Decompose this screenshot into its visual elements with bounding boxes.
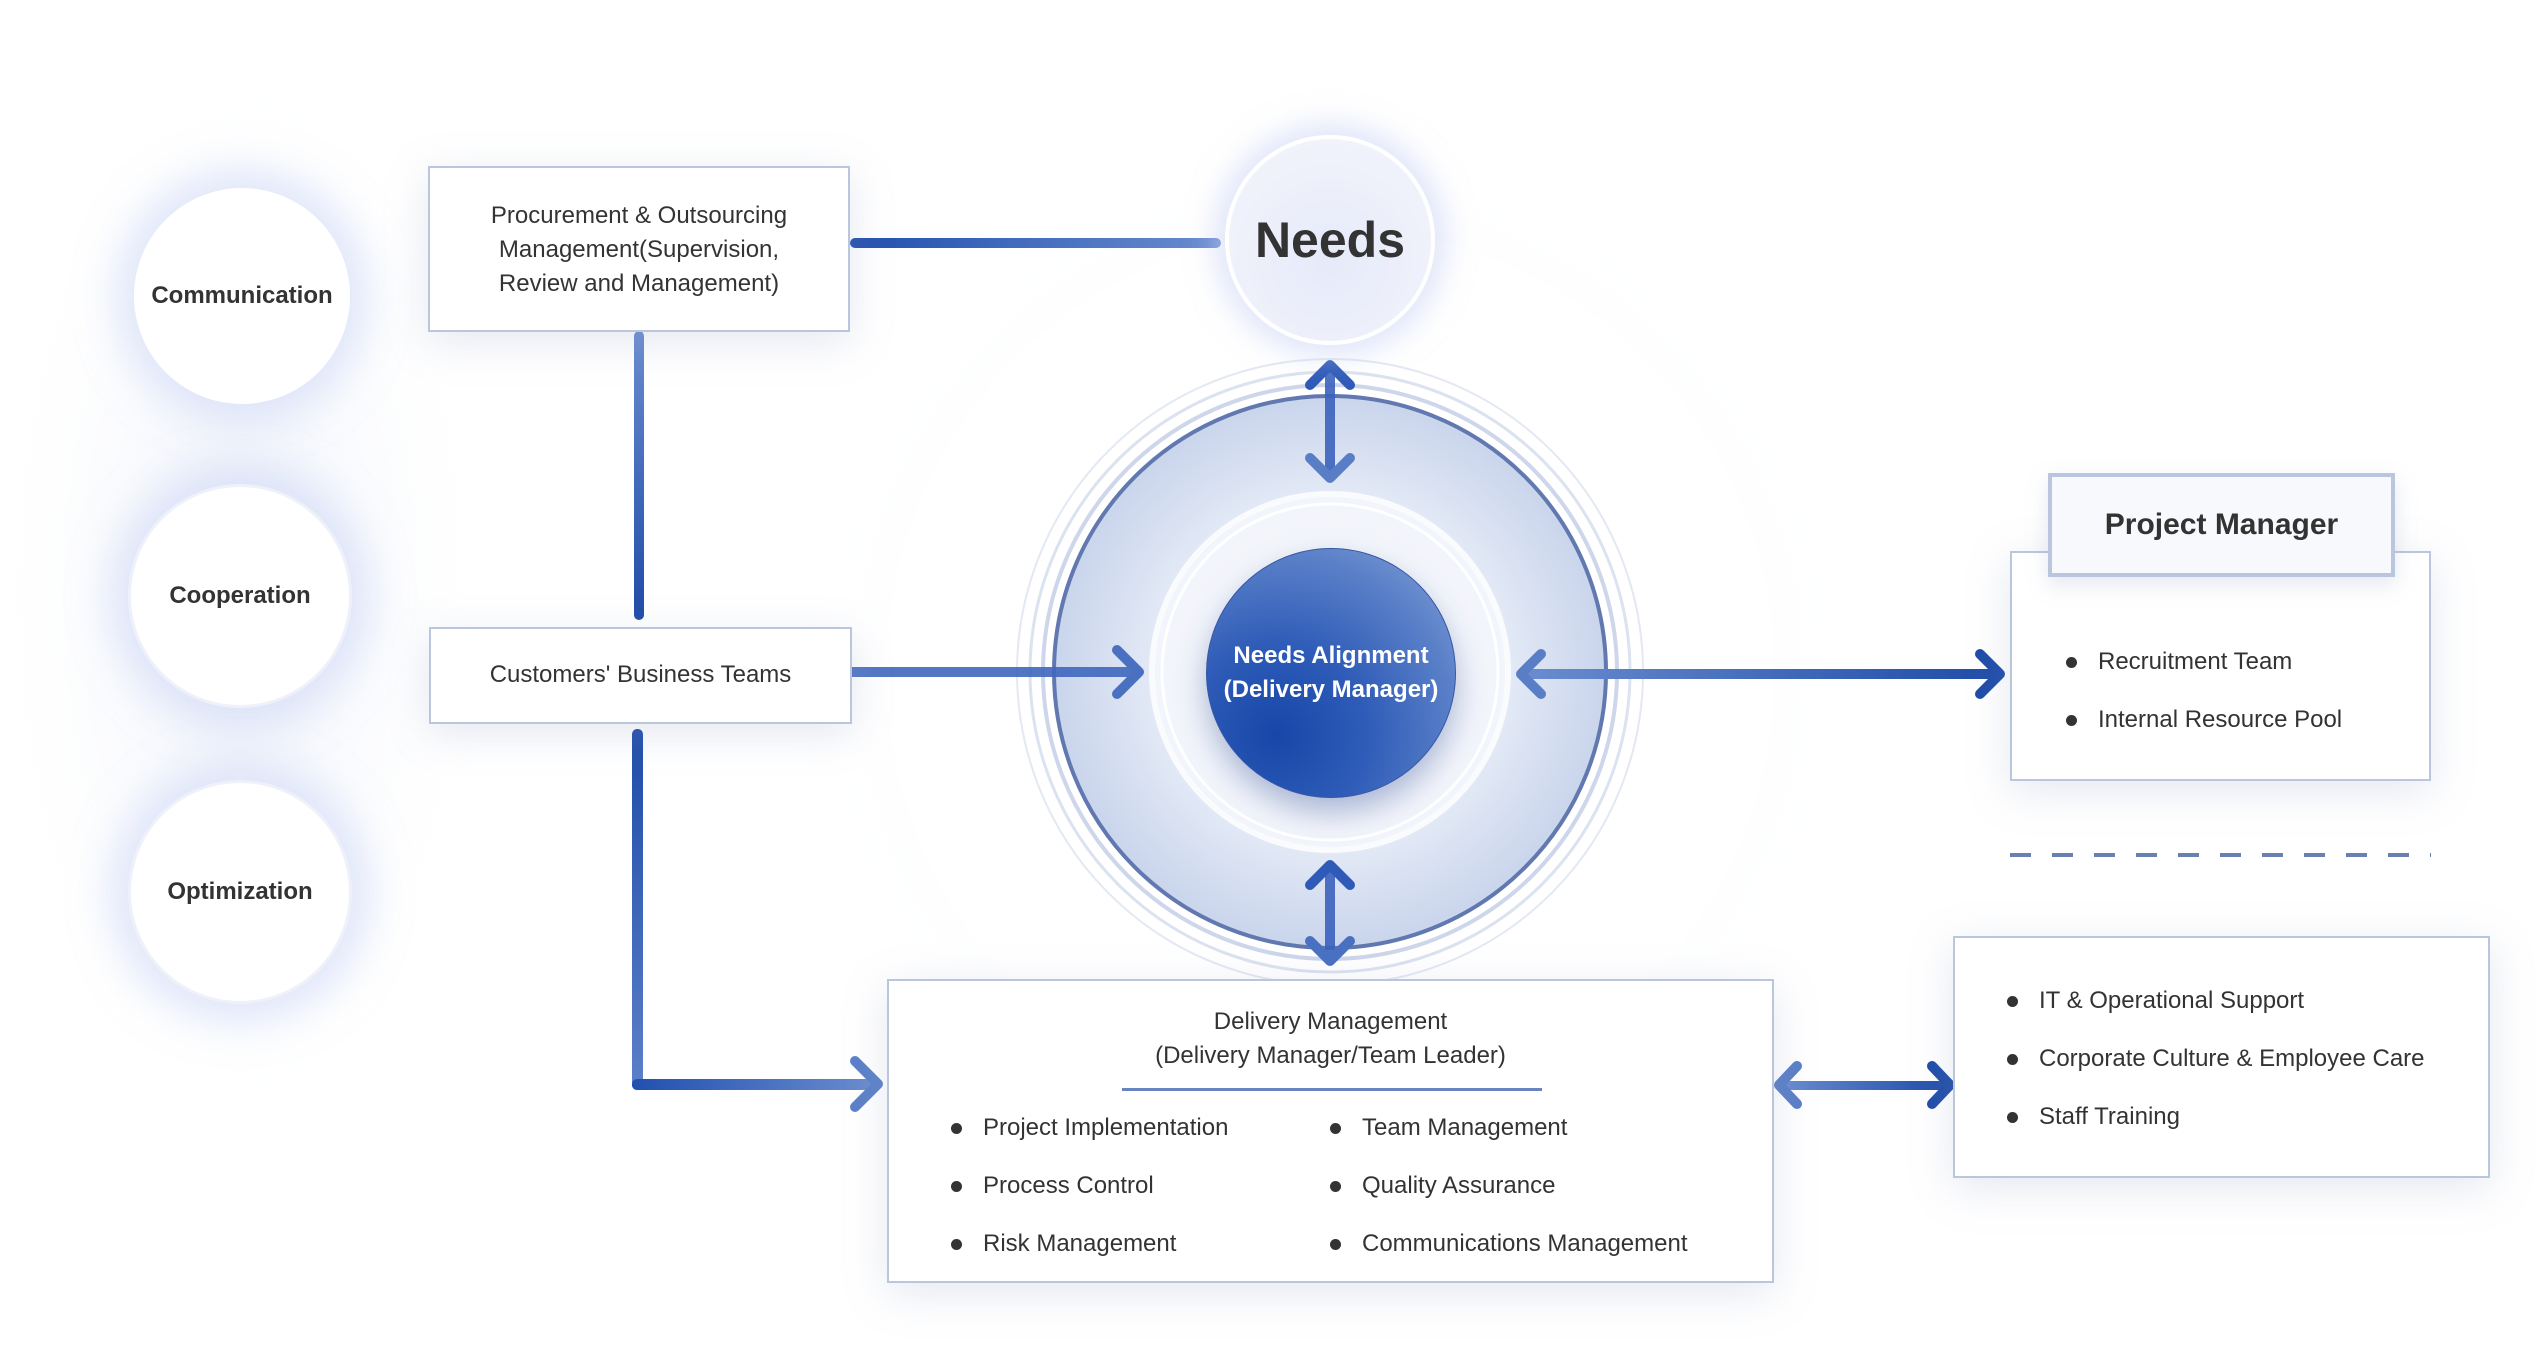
arrow-needs-core	[1325, 364, 1335, 478]
needs-label: Needs	[1254, 212, 1406, 268]
connector-customers-delivery	[632, 1079, 872, 1090]
project-manager-title-text: Project Manager	[2104, 508, 2339, 541]
list-item: Internal Resource Pool	[2066, 703, 2342, 761]
support-box: IT & Operational Support Corporate Cultu…	[1953, 936, 2490, 1178]
delivery-title-line-1: Delivery Management	[1213, 1008, 1448, 1035]
list-item: Communications Management	[1330, 1227, 1688, 1285]
arrow-head-left-delivery	[1774, 1061, 1802, 1109]
delivery-divider	[1122, 1088, 1542, 1091]
dashed-divider	[2010, 853, 2431, 857]
arrow-customers-core	[852, 667, 1137, 677]
delivery-management-box: Delivery Management (Delivery Manager/Te…	[887, 979, 1774, 1283]
connector-procurement-needs	[850, 238, 1221, 248]
needs-circle: Needs	[1225, 135, 1435, 345]
arrow-head-to-core	[1112, 645, 1144, 699]
value-communication: Communication	[134, 188, 350, 404]
bullet-icon	[2007, 1112, 2018, 1123]
bullet-icon	[951, 1123, 962, 1134]
procurement-line-1: Procurement & Outsourcing	[490, 202, 788, 229]
procurement-line-3: Review and Management)	[498, 270, 780, 297]
core-line-2: (Delivery Manager)	[1223, 676, 1439, 703]
bullet-icon	[2066, 715, 2077, 726]
customers-label: Customers' Business Teams	[489, 661, 792, 688]
arrow-head-right-pm	[1975, 649, 2005, 699]
value-cooperation-label: Cooperation	[169, 582, 311, 609]
list-item-text: Process Control	[983, 1172, 1154, 1199]
arrow-head-up-needs	[1305, 360, 1355, 390]
list-item: Risk Management	[951, 1227, 1228, 1285]
procurement-box: Procurement & Outsourcing Management(Sup…	[428, 166, 850, 332]
list-item-text: Communications Management	[1362, 1230, 1688, 1257]
bullet-icon	[2007, 996, 2018, 1007]
delivery-title-line-2: (Delivery Manager/Team Leader)	[1155, 1042, 1506, 1069]
arrow-core-project-manager	[1525, 669, 1999, 679]
procurement-line-2: Management(Supervision,	[498, 236, 780, 263]
arrow-core-delivery	[1325, 866, 1335, 960]
list-item-text: Quality Assurance	[1362, 1172, 1556, 1199]
value-communication-label: Communication	[151, 282, 333, 309]
arrow-head-up-core	[1305, 860, 1355, 890]
arrow-head-down-core	[1305, 453, 1355, 483]
project-manager-list: Recruitment Team Internal Resource Pool	[2066, 645, 2342, 761]
bullet-icon	[1330, 1239, 1341, 1250]
bullet-icon	[1330, 1123, 1341, 1134]
arrow-head-right-support	[1927, 1061, 1955, 1109]
list-item: Staff Training	[2007, 1100, 2425, 1158]
connector-customers-down	[632, 729, 643, 1090]
list-item-text: Corporate Culture & Employee Care	[2039, 1045, 2425, 1072]
list-item-text: Project Implementation	[983, 1114, 1229, 1141]
core-line-1: Needs Alignment	[1233, 642, 1429, 669]
list-item-text: Staff Training	[2039, 1103, 2180, 1130]
delivery-list-left: Project Implementation Process Control R…	[951, 1111, 1228, 1285]
list-item: IT & Operational Support	[2007, 984, 2425, 1042]
value-optimization-label: Optimization	[167, 878, 313, 905]
procurement-text: Procurement & Outsourcing Management(Sup…	[430, 199, 848, 301]
support-list: IT & Operational Support Corporate Cultu…	[2007, 984, 2425, 1158]
bullet-icon	[2066, 657, 2077, 668]
value-optimization: Optimization	[128, 780, 352, 1004]
delivery-list-right: Team Management Quality Assurance Commun…	[1330, 1111, 1688, 1285]
list-item: Recruitment Team	[2066, 645, 2342, 703]
list-item: Team Management	[1330, 1111, 1688, 1169]
list-item-text: IT & Operational Support	[2039, 987, 2305, 1014]
list-item-text: Recruitment Team	[2098, 648, 2293, 675]
list-item-text: Internal Resource Pool	[2098, 706, 2343, 733]
inner-halo-ring	[1160, 502, 1500, 842]
value-cooperation: Cooperation	[128, 484, 352, 708]
list-item-text: Risk Management	[983, 1230, 1177, 1257]
list-item: Process Control	[951, 1169, 1228, 1227]
bullet-icon	[951, 1181, 962, 1192]
bullet-icon	[2007, 1054, 2018, 1065]
list-item: Quality Assurance	[1330, 1169, 1688, 1227]
list-item: Project Implementation	[951, 1111, 1228, 1169]
arrow-delivery-support	[1782, 1081, 1948, 1090]
project-manager-box: Recruitment Team Internal Resource Pool	[2010, 551, 2431, 781]
list-item-text: Team Management	[1362, 1114, 1568, 1141]
arrow-head-down-delivery	[1305, 936, 1355, 966]
delivery-title: Delivery Management (Delivery Manager/Te…	[889, 1005, 1772, 1073]
needs-alignment-core: Needs Alignment (Delivery Manager)	[1206, 548, 1456, 798]
list-item: Corporate Culture & Employee Care	[2007, 1042, 2425, 1100]
arrow-head-left-core	[1516, 649, 1546, 699]
customers-box: Customers' Business Teams	[429, 627, 852, 724]
bullet-icon	[951, 1239, 962, 1250]
arrow-head-to-delivery	[850, 1056, 883, 1112]
connector-procurement-customers	[634, 331, 644, 620]
project-manager-title: Project Manager	[2048, 473, 2395, 577]
bullet-icon	[1330, 1181, 1341, 1192]
